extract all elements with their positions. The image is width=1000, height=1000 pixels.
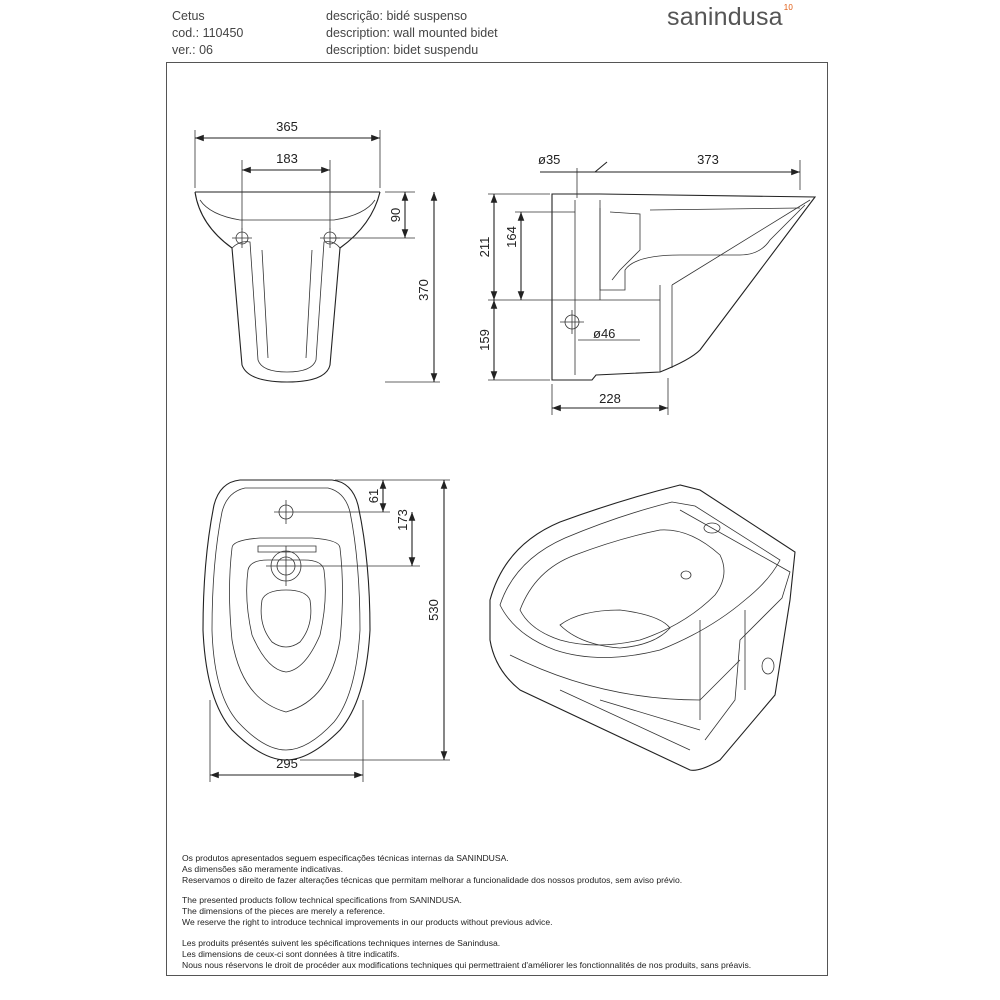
description-pt: descrição: bidé suspenso	[326, 9, 468, 23]
description-en: description: wall mounted bidet	[326, 26, 498, 40]
dim-top-173: 173	[395, 509, 410, 531]
product-name: Cetus	[172, 9, 205, 23]
product-info: Cetus cod.: 110450 ver.: 06	[172, 8, 243, 59]
description-fr: description: bidet suspendu	[326, 43, 479, 57]
product-code: cod.: 110450	[172, 26, 244, 40]
dim-front-holes: 183	[276, 151, 298, 166]
front-view: 365 183 90 370	[194, 119, 440, 383]
dim-top-width: 295	[276, 756, 298, 771]
notes-portuguese: Os produtos apresentados seguem especifi…	[182, 853, 683, 885]
sanindusa-logo: sanindusa10	[667, 3, 794, 31]
dim-side-164: 164	[504, 226, 519, 248]
dim-top-61: 61	[366, 489, 381, 503]
notes-english: The presented products follow technical …	[182, 895, 553, 927]
top-view: 61 173 530 295	[202, 479, 450, 782]
dim-front-90: 90	[388, 208, 403, 222]
product-version: ver.: 06	[172, 43, 213, 57]
notes-french: Les produits présentés suivent les spéci…	[182, 938, 752, 970]
dim-side-228: 228	[599, 391, 621, 406]
dim-top-530: 530	[426, 599, 441, 621]
dim-side-drain: ø46	[593, 326, 615, 341]
drawing-frame	[166, 62, 828, 976]
isometric-view	[489, 484, 796, 771]
dim-side-pipe: ø35	[538, 152, 560, 167]
dim-side-211: 211	[477, 237, 492, 258]
dim-side-length: 373	[697, 152, 719, 167]
dim-front-height: 370	[416, 279, 431, 301]
product-description: descrição: bidé suspenso description: wa…	[326, 8, 498, 59]
dim-side-159: 159	[477, 329, 492, 351]
dim-front-width: 365	[276, 119, 298, 134]
side-view: ø46 ø35 373 211 164 159 228	[477, 152, 817, 415]
